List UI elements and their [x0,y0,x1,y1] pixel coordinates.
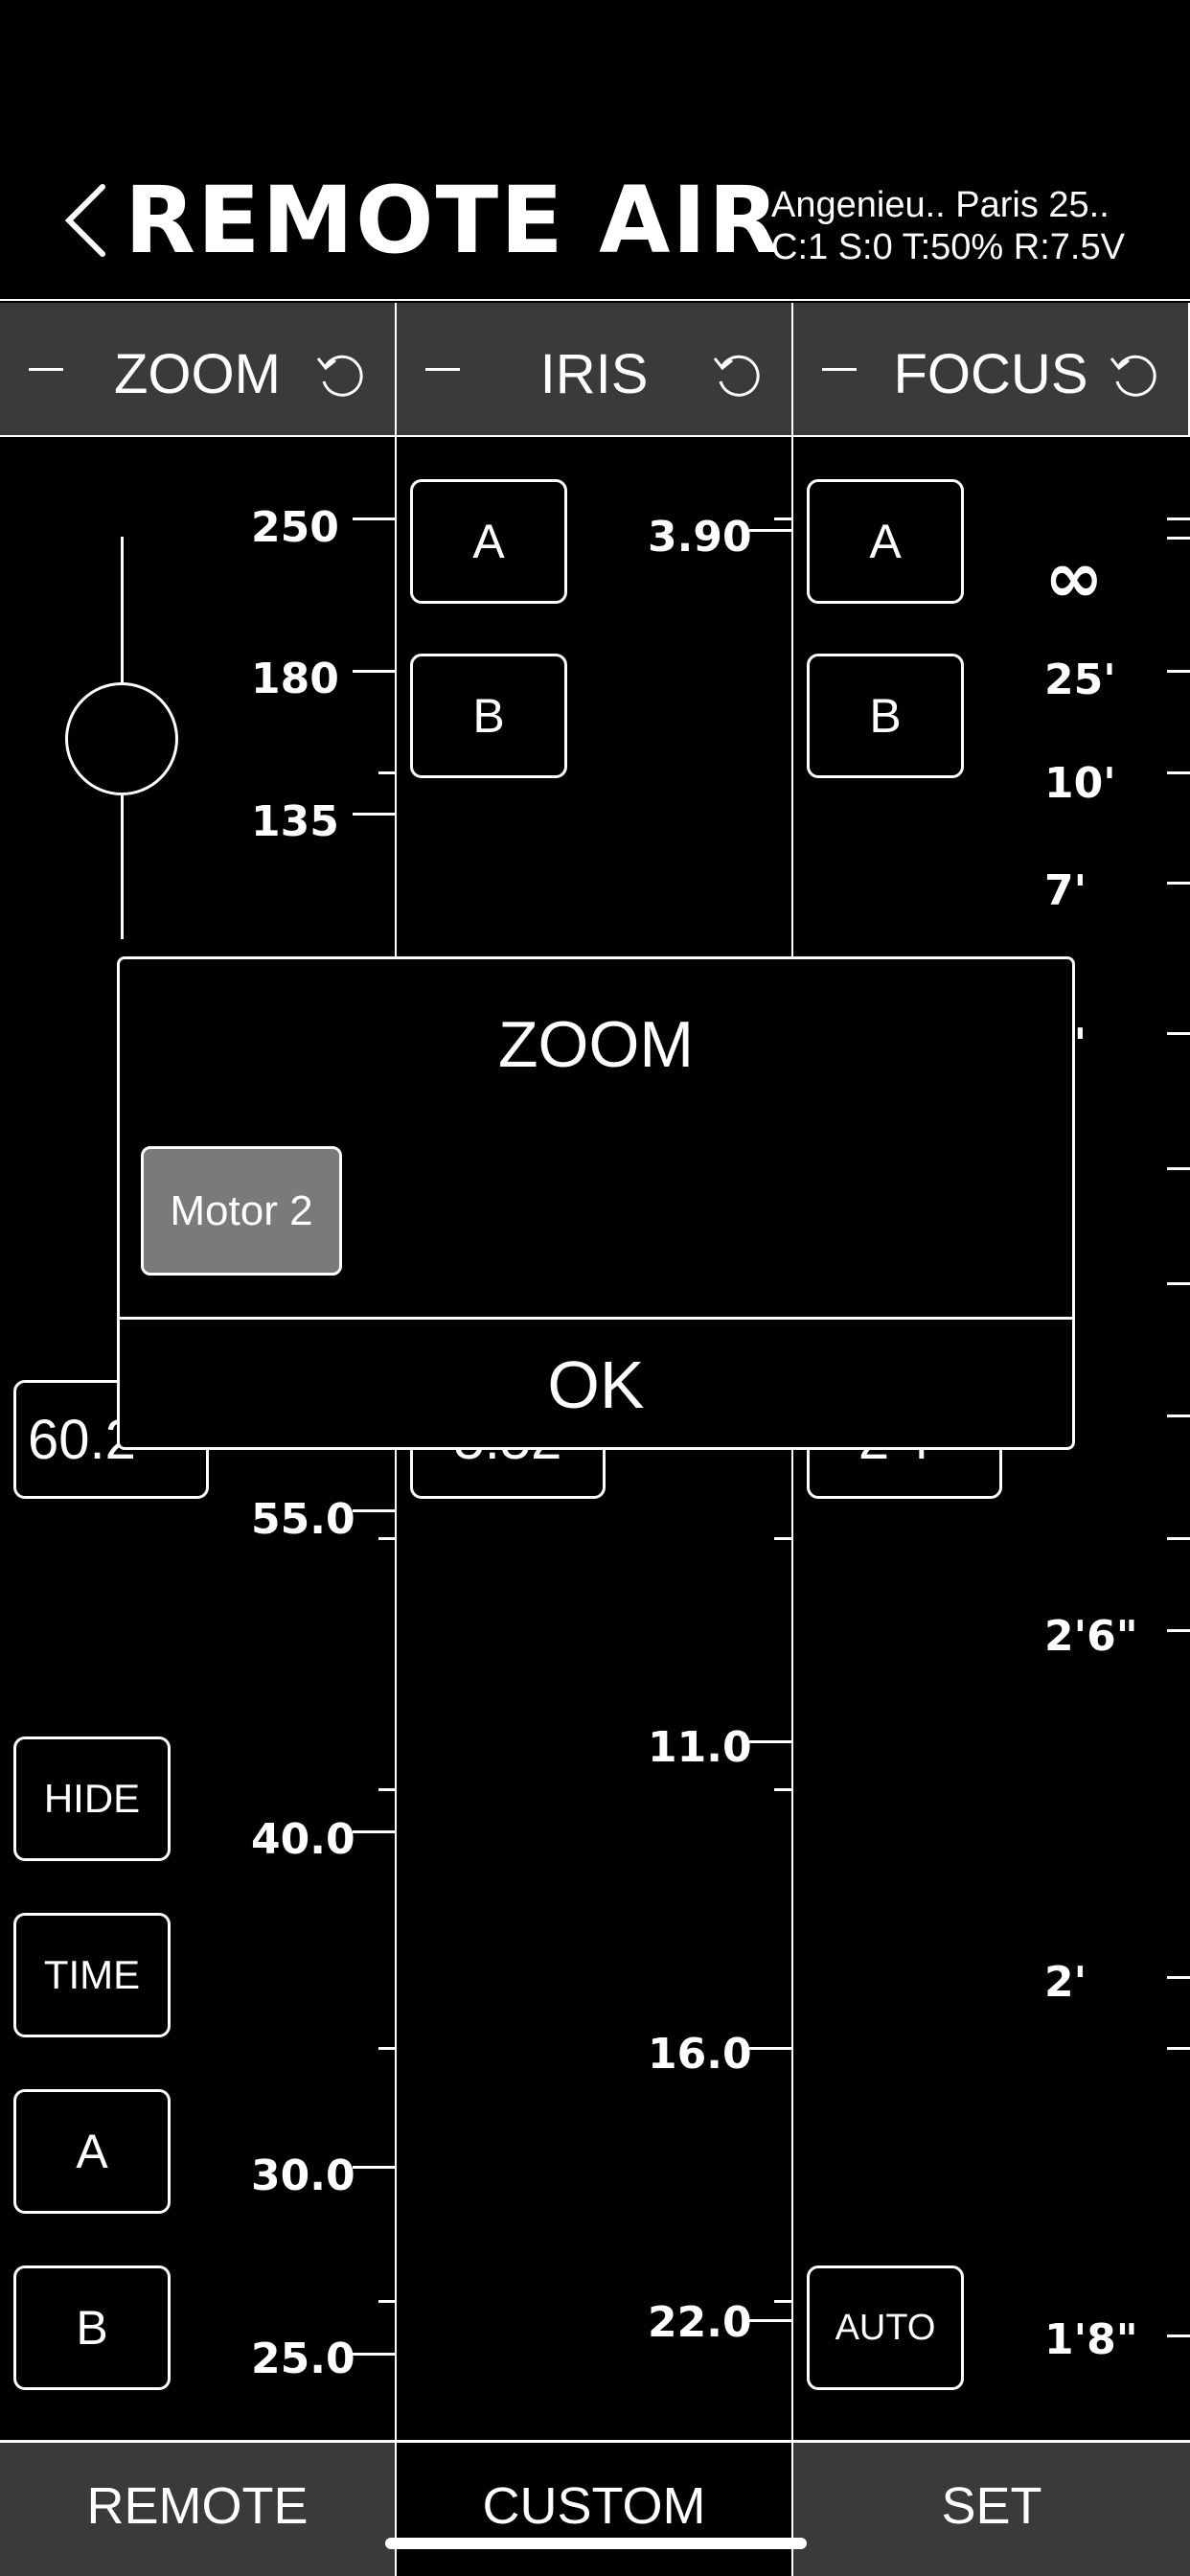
zoom-scale-label: 250 [251,503,339,552]
zoom-tick [378,1788,395,1791]
zoom-slider-knob[interactable] [65,682,178,795]
focus-tick [1167,2334,1190,2337]
status-line: C:1 S:0 T:50% R:7.5V [771,227,1125,267]
zoom-tick [378,771,395,774]
motor-2-button[interactable]: Motor 2 [141,1146,342,1276]
focus-tick [1167,1537,1190,1540]
focus-a-button[interactable]: A [807,479,964,604]
tab-set[interactable]: SET [793,2440,1190,2576]
auto-button[interactable]: AUTO [807,2266,964,2390]
focus-tick [1167,1167,1190,1170]
zoom-tick [353,670,395,673]
iris-a-button[interactable]: A [410,479,567,604]
iris-scale-label: 16.0 [648,2030,752,2079]
focus-tick [1167,1629,1190,1632]
iris-tick [774,1537,791,1540]
iris-column-header: IRIS [397,303,793,437]
focus-scale-label: 10' [1044,759,1116,808]
focus-label: FOCUS [893,343,1088,405]
tab-remote[interactable]: REMOTE [0,2440,397,2576]
focus-scale-label: 25' [1044,656,1116,704]
focus-b-button[interactable]: B [807,654,964,778]
iris-tick [774,1788,791,1791]
zoom-reset-icon[interactable] [312,345,370,402]
zoom-minus-icon[interactable] [29,368,63,371]
focus-tick [1167,518,1190,520]
back-chevron-icon[interactable] [59,182,112,259]
focus-tick [1167,771,1190,774]
iris-tick [774,2300,791,2303]
focus-tick [1167,882,1190,885]
focus-scale-label: 2'6" [1044,1612,1138,1661]
focus-scale-label: 2' [1044,1958,1087,2007]
zoom-tick [378,2300,395,2303]
focus-column-header: FOCUS [793,303,1190,437]
zoom-tick [353,1830,395,1833]
zoom-label: ZOOM [114,343,281,405]
zoom-scale-label: 30.0 [251,2151,355,2200]
dialog-divider [120,1317,1072,1320]
iris-scale-label: 11.0 [648,1723,752,1772]
iris-tick [774,518,791,520]
zoom-b-button[interactable]: B [13,2266,171,2390]
iris-tick [749,2319,791,2322]
focus-tick [1167,2047,1190,2050]
iris-b-button[interactable]: B [410,654,567,778]
focus-scale-label: 1'8" [1044,2315,1138,2364]
focus-scale-label: 7' [1044,866,1087,915]
zoom-tick [353,2353,395,2356]
lens-info: Angenieu.. Paris 25.. C:1 S:0 T:50% R:7.… [771,184,1125,268]
zoom-tick [353,518,395,520]
iris-reset-icon[interactable] [709,345,767,402]
zoom-motor-dialog: ZOOM Motor 2 OK [117,956,1075,1450]
focus-reset-icon[interactable] [1106,345,1163,402]
zoom-tick [378,1537,395,1540]
zoom-tick [353,1509,395,1512]
zoom-tick [353,813,395,816]
focus-tick [1167,1976,1190,1979]
lens-name: Angenieu.. Paris 25.. [771,185,1110,225]
focus-tick [1167,537,1190,540]
zoom-scale-label: 25.0 [251,2334,355,2383]
zoom-a-button[interactable]: A [13,2089,171,2214]
zoom-scale-label: 40.0 [251,1815,355,1864]
app-title: REMOTE AIR [125,167,782,274]
focus-scale-label: ∞ [1044,537,1104,619]
iris-label: IRIS [539,343,649,405]
zoom-column-header: ZOOM [0,303,397,437]
zoom-tick [353,2166,395,2169]
focus-tick [1167,670,1190,673]
zoom-scale-label: 180 [251,655,339,703]
dialog-title: ZOOM [498,1008,694,1081]
home-indicator[interactable] [385,2538,807,2549]
header-divider [0,299,1190,301]
focus-minus-icon[interactable] [822,368,857,371]
tab-custom[interactable]: CUSTOM [397,2440,793,2576]
iris-scale-label: 22.0 [648,2298,752,2347]
iris-minus-icon[interactable] [425,368,460,371]
iris-tick [749,2047,791,2050]
bottom-tab-bar: REMOTE CUSTOM SET [0,2440,1190,2576]
iris-scale-label: 3.90 [648,513,752,562]
zoom-scale-label: 55.0 [251,1495,355,1544]
focus-tick [1167,1282,1190,1285]
hide-button[interactable]: HIDE [13,1736,171,1861]
iris-tick [749,1740,791,1743]
focus-tick [1167,1032,1190,1035]
iris-tick [749,529,791,532]
zoom-tick [378,2047,395,2050]
focus-tick [1167,1414,1190,1417]
ok-button[interactable]: OK [547,1347,645,1422]
time-button[interactable]: TIME [13,1913,171,2037]
zoom-scale-label: 135 [251,797,339,846]
